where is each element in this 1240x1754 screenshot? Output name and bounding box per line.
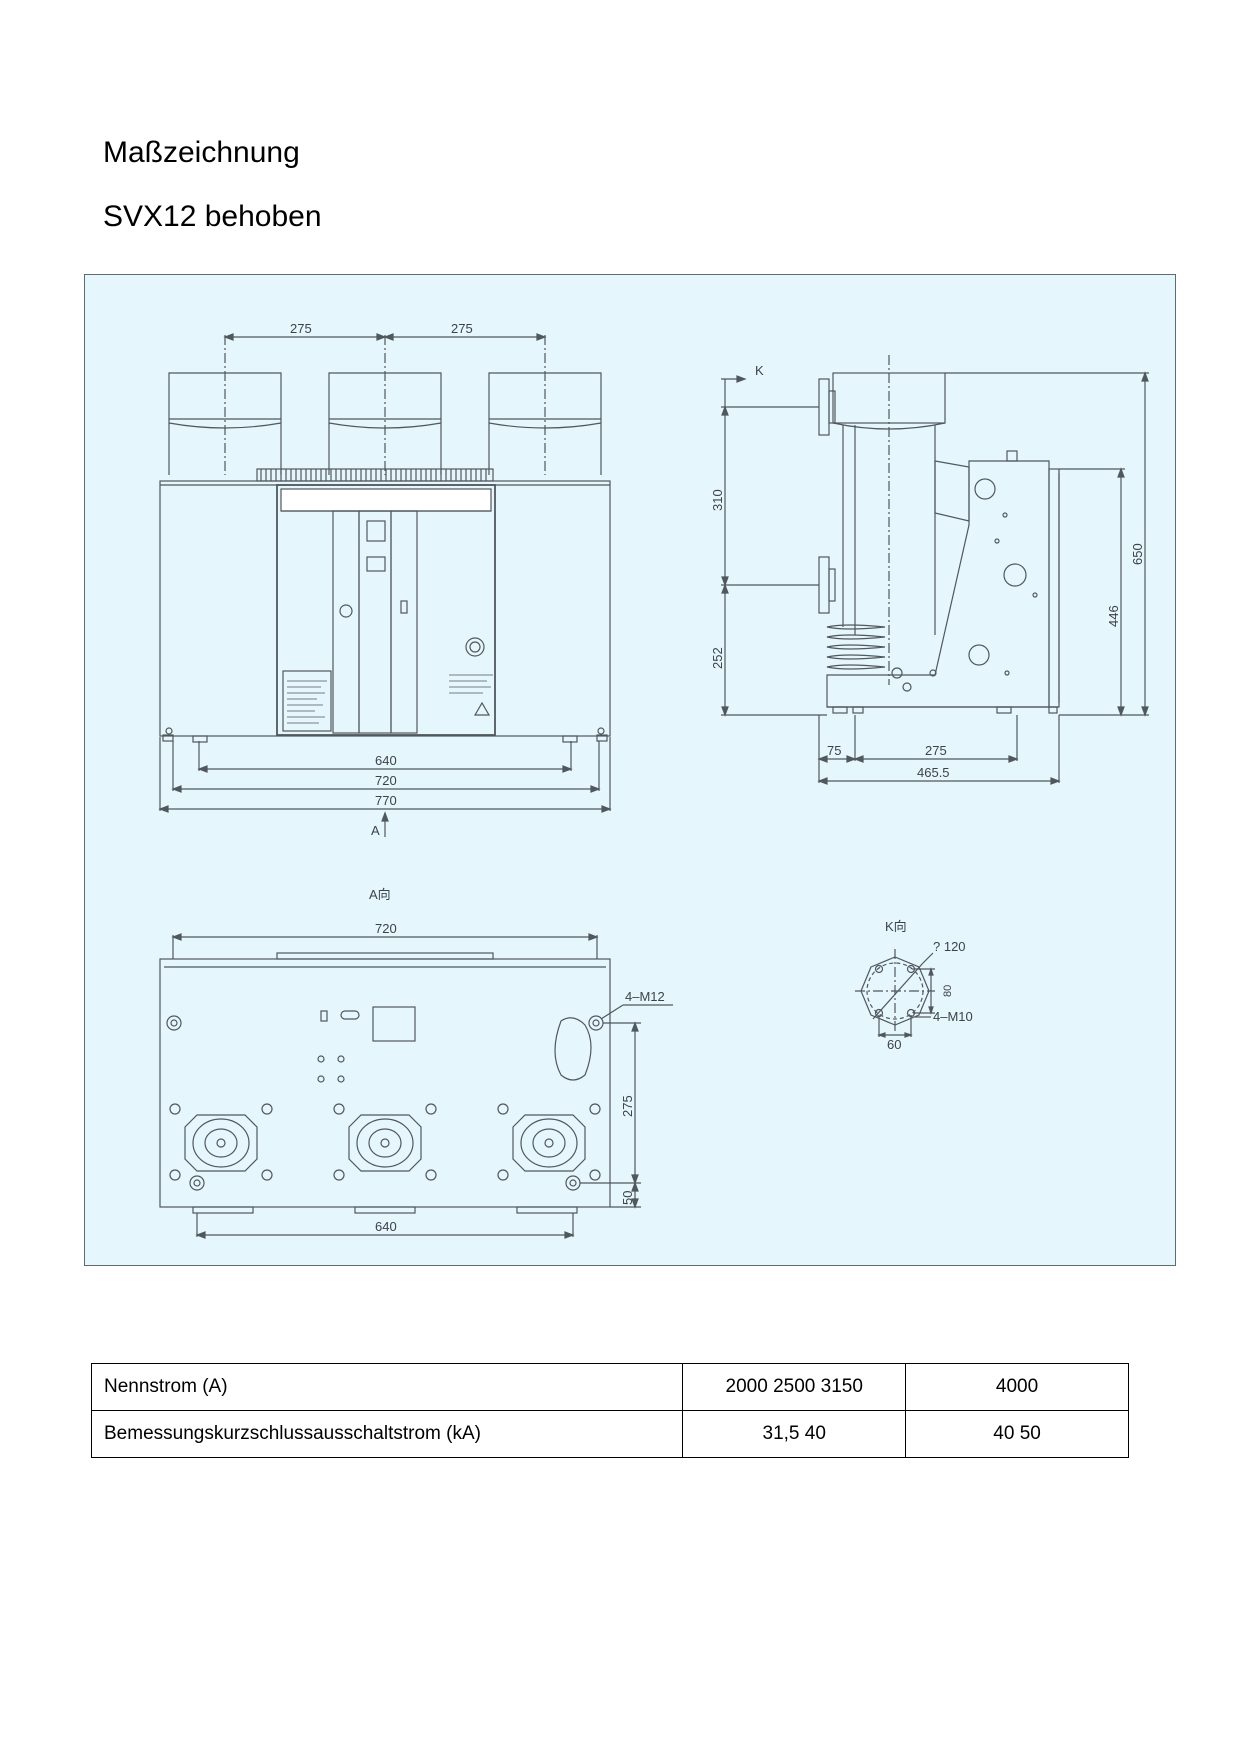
dim-bottom-640: 640 [375, 1219, 397, 1234]
row-value-1: 31,5 40 [682, 1410, 907, 1458]
row-value-1: 2000 2500 3150 [682, 1363, 907, 1411]
dim-bottom-275: 275 [620, 1095, 635, 1117]
bolt-label-m12: 4–M12 [625, 989, 665, 1004]
dim-bottom-720: 720 [375, 921, 397, 936]
dim-k-80: 80 [942, 985, 954, 997]
drawing-canvas: 275 275 640 720 770 A K 310 252 650 446 … [158, 321, 1149, 1239]
row-label: Nennstrom (A) [90, 1363, 684, 1411]
bottom-view [159, 933, 673, 1239]
k-view [855, 949, 935, 1038]
dim-bottom-50: 50 [620, 1191, 635, 1205]
front-view [158, 333, 612, 837]
dim-front-275-left: 275 [290, 321, 312, 336]
dim-front-640: 640 [375, 753, 397, 768]
bottom-view-label: A向 [369, 887, 391, 902]
table-row: Bemessungskurzschlussausschaltstrom (kA)… [90, 1410, 1129, 1458]
k-view-label: K向 [885, 919, 907, 934]
dim-front-770: 770 [375, 793, 397, 808]
dim-side-465-5: 465.5 [917, 765, 950, 780]
dim-side-75: 75 [827, 743, 841, 758]
bolt-label-m10: 4–M10 [933, 1009, 973, 1024]
table-row: Nennstrom (A) 2000 2500 3150 4000 [90, 1363, 1129, 1411]
dim-side-446: 446 [1106, 605, 1121, 627]
dimension-drawing: 275 275 640 720 770 A K 310 252 650 446 … [84, 274, 1176, 1266]
dim-front-720: 720 [375, 773, 397, 788]
dim-side-275: 275 [925, 743, 947, 758]
page-title: Maßzeichnung [103, 136, 300, 169]
row-label: Bemessungskurzschlussausschaltstrom (kA) [90, 1410, 684, 1458]
side-view [721, 355, 1149, 785]
view-marker-a: A [371, 823, 380, 838]
spec-table: Nennstrom (A) 2000 2500 3150 4000 Bemess… [90, 1363, 1129, 1458]
page-subtitle: SVX12 behoben [103, 200, 322, 233]
row-value-2: 40 50 [905, 1410, 1129, 1458]
row-value-2: 4000 [905, 1363, 1129, 1411]
dim-side-252: 252 [710, 647, 725, 669]
dim-k-60: 60 [887, 1037, 901, 1052]
dim-k-120: ? 120 [933, 939, 966, 954]
dim-front-275-right: 275 [451, 321, 473, 336]
k-marker: K [755, 363, 764, 378]
dim-side-650: 650 [1130, 543, 1145, 565]
dim-side-310: 310 [710, 489, 725, 511]
